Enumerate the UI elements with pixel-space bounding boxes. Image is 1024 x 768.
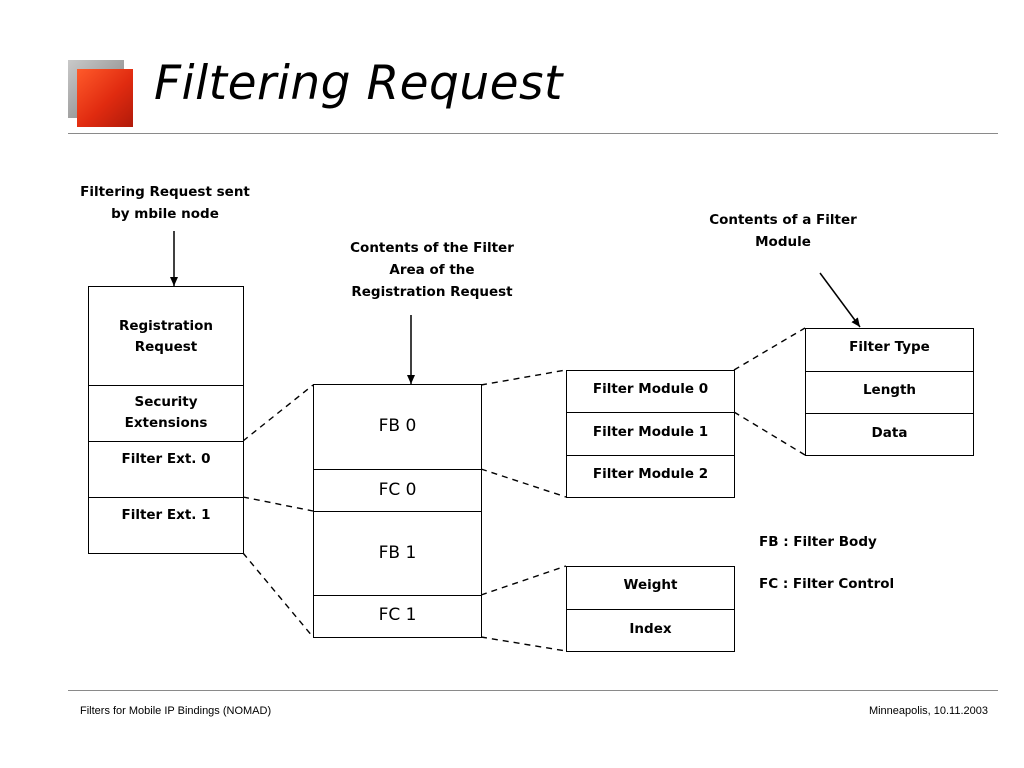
filter-module-1-cell: Filter Module 1 — [567, 413, 734, 456]
filter-body-box: Filter Module 0 Filter Module 1 Filter M… — [566, 370, 735, 498]
label-filter-area: Contents of the Filter Area of the Regis… — [350, 240, 514, 300]
filter-ext-1-cell: Filter Ext. 1 — [121, 507, 211, 523]
footer-left-text: Filters for Mobile IP Bindings (NOMAD) — [80, 705, 272, 717]
weight-cell: Weight — [567, 567, 734, 610]
dash-fb1-to-control-bottom — [480, 636, 567, 652]
label-mobile-node: Filtering Request sent by mbile node — [80, 184, 250, 222]
footer-right-text: Minneapolis, 10.11.2003 — [868, 705, 988, 717]
filter-control-box: Weight Index — [566, 566, 735, 652]
filter-area-box: FB 0 FC 0 FB 1 FC 1 — [313, 384, 482, 638]
label-filter-module: Contents of a Filter Module — [709, 212, 857, 250]
security-extensions-cell: Security Extensions — [89, 386, 243, 442]
footer-divider — [68, 690, 998, 691]
registration-request-cell: Registration Request — [89, 287, 243, 386]
fb-0-cell: FB 0 — [314, 385, 481, 470]
dash-fb1-to-control-top — [480, 565, 567, 596]
fb-1-cell: FB 1 — [314, 512, 481, 596]
filter-module-contents-box: Filter Type Length Data — [805, 328, 974, 456]
dash-ext-to-area-bottom — [242, 552, 314, 638]
legend-fc: FC : Filter Control — [759, 576, 895, 592]
legend-fb: FB : Filter Body — [759, 534, 877, 550]
index-cell: Index — [629, 621, 672, 637]
dash-module0-to-contents-bottom — [733, 411, 806, 456]
title-divider — [68, 133, 998, 134]
dash-fb0-to-modules-bottom — [480, 468, 567, 498]
arrow-to-filter-module — [819, 272, 861, 328]
slide-title: Filtering Request — [154, 56, 563, 111]
dash-fb0-to-modules-top — [480, 369, 567, 386]
registration-request-box: Registration Request Security Extensions… — [88, 286, 244, 554]
data-cell: Data — [871, 425, 908, 441]
fc-1-cell: FC 1 — [378, 605, 417, 625]
filter-ext-0-cell: Filter Ext. 0 — [89, 442, 243, 498]
filter-module-2-cell: Filter Module 2 — [592, 466, 709, 482]
filter-module-0-cell: Filter Module 0 — [567, 371, 734, 413]
dash-ext-to-area-mid — [242, 496, 314, 512]
fc-0-cell: FC 0 — [314, 470, 481, 512]
logo-red-square — [77, 69, 133, 127]
filter-type-cell: Filter Type — [806, 329, 973, 372]
length-cell: Length — [806, 372, 973, 414]
dash-ext-to-area-top — [242, 384, 314, 442]
dash-module0-to-contents-top — [733, 327, 806, 371]
